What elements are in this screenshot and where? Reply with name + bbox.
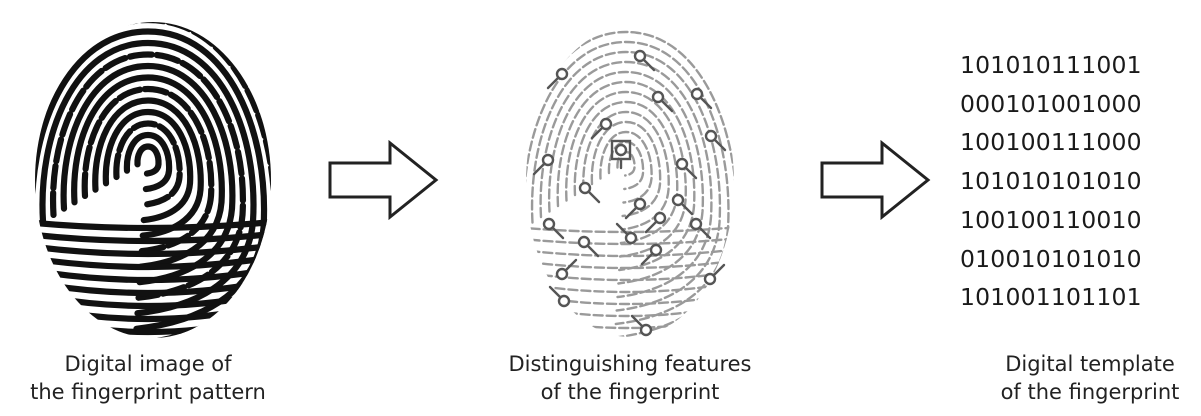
arrow-icon: [328, 140, 439, 220]
template-row: 101001101101: [960, 283, 1142, 312]
minutia-marker-icon: [610, 139, 632, 170]
minutia-marker-icon: [630, 314, 653, 337]
fingerprint-ridge: [526, 280, 734, 306]
caption-line: Digital template: [1005, 352, 1175, 376]
template-row: 101010101010: [960, 167, 1142, 196]
fingerprint-ridge: [526, 270, 734, 294]
caption-line: Digital image of: [64, 352, 232, 376]
fingerprint-ridge: [526, 230, 734, 246]
fingerprint-ridge: [556, 80, 696, 272]
fingerprint-ridge: [526, 250, 734, 270]
template-row: 101010111001: [960, 51, 1142, 79]
minutia-marker-icon: [644, 211, 667, 234]
fingerprint-ridge: [526, 240, 734, 258]
fingerprint-ridge: [49, 51, 247, 301]
fingerprint-features: [500, 27, 770, 348]
minutia-marker-icon: [577, 235, 600, 258]
caption-line: the fingerprint pattern: [30, 380, 266, 404]
fingerprint-ridge: [39, 39, 257, 317]
fingerprint-ridge: [123, 131, 173, 193]
minutia-marker-icon: [690, 87, 713, 110]
caption-line: of the fingerprint: [540, 380, 720, 404]
caption-line: Distinguishing features: [508, 352, 752, 376]
fingerprint-ridge: [573, 100, 679, 245]
fingerprint-ridge: [599, 130, 653, 204]
fingerprint-ridge: [113, 120, 183, 208]
fingerprint-ridge: [530, 50, 722, 312]
template-row: 100100111000: [960, 128, 1142, 157]
fingerprint-ridge: [590, 120, 662, 218]
fingerprint-ridge: [60, 62, 236, 286]
digital-template-bits: 101010111001 000101001000 100100111000 1…: [960, 46, 1200, 317]
caption-distinguishing-features: Distinguishing features of the fingerpri…: [470, 350, 790, 406]
fingerprint-ridge: [500, 342, 770, 348]
minutia-marker-icon: [633, 49, 656, 72]
template-row: 000101001000: [960, 89, 1142, 118]
fingerprint-ridge: [526, 40, 730, 326]
fingerprint-ridge: [526, 300, 734, 330]
minutia-marker-icon: [640, 243, 663, 266]
fingerprint-ridge: [539, 60, 713, 299]
minutia-marker-icon: [703, 263, 726, 286]
minutia-marker-icon: [651, 90, 674, 113]
fingerprint-ridge: [582, 110, 670, 231]
minutia-marker-icon: [689, 217, 712, 240]
minutia-marker-icon: [578, 181, 601, 204]
minutia-marker-icon: [615, 222, 638, 245]
fingerprint-ridge: [71, 74, 225, 270]
minutia-marker-icon: [532, 153, 555, 176]
template-row: 100100110010: [960, 205, 1142, 234]
caption-fingerprint-image: Digital image of the fingerprint pattern: [0, 350, 298, 406]
fingerprint-ridge: [134, 143, 162, 177]
fingerprint-ridge: [102, 108, 194, 224]
fingerprint-ridge: [35, 335, 271, 338]
fingerprint-ridge: [81, 85, 215, 255]
minutia-marker-icon: [671, 193, 694, 216]
fingerprint-ridge: [92, 97, 204, 239]
minutia-marker-icon: [590, 117, 613, 140]
fingerprint-ridge: [35, 28, 268, 332]
fingerprint-ridge: [526, 260, 734, 282]
minutia-marker-icon: [555, 258, 578, 281]
minutia-marker-icon: [542, 217, 565, 240]
minutia-marker-icon: [624, 197, 647, 220]
template-row: 010010101010: [960, 244, 1142, 273]
fingerprint-ridge: [547, 70, 705, 285]
fingerprint-ridge: [565, 90, 687, 258]
fingerprint-ridge: [35, 214, 271, 232]
fingerprint-ridge: [616, 150, 636, 177]
caption-digital-template: Digital template of the fingerprint: [980, 350, 1200, 406]
caption-line: of the fingerprint: [1000, 380, 1180, 404]
fingerprint-image: [35, 22, 271, 338]
minutia-marker-icon: [704, 129, 727, 152]
minutia-marker-icon: [675, 157, 698, 180]
minutia-marker-icon: [548, 285, 571, 308]
minutia-marker-icon: [546, 67, 569, 90]
arrow-icon: [820, 140, 931, 220]
fingerprint-ridge: [526, 290, 734, 318]
